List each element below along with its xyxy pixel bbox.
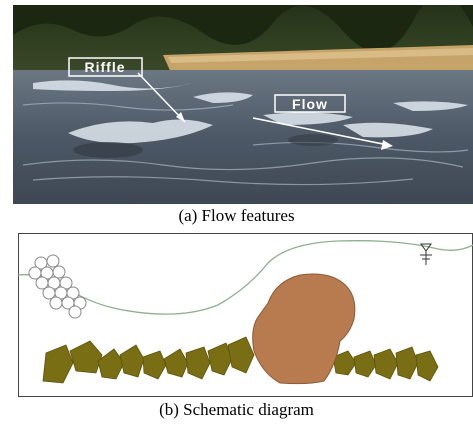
pebble-cluster: [28, 254, 87, 319]
riffle-arrow: [137, 72, 186, 123]
flow-arrow-head: [381, 140, 393, 150]
flow-features-photo: Riffle Flow: [13, 5, 473, 204]
riffle-foam: [68, 119, 213, 144]
riffle-label: Riffle: [85, 59, 126, 75]
flow-label: Flow: [292, 96, 328, 112]
flow-arrow: [252, 117, 389, 146]
water-level-symbol-icon: [420, 243, 432, 265]
boulder: [252, 273, 356, 385]
gravel-bed: [42, 336, 439, 384]
caption-flow-features: (a) Flow features: [178, 206, 295, 225]
caption-schematic-diagram: (b) Schematic diagram: [159, 400, 314, 419]
schematic-diagram: [18, 233, 473, 397]
